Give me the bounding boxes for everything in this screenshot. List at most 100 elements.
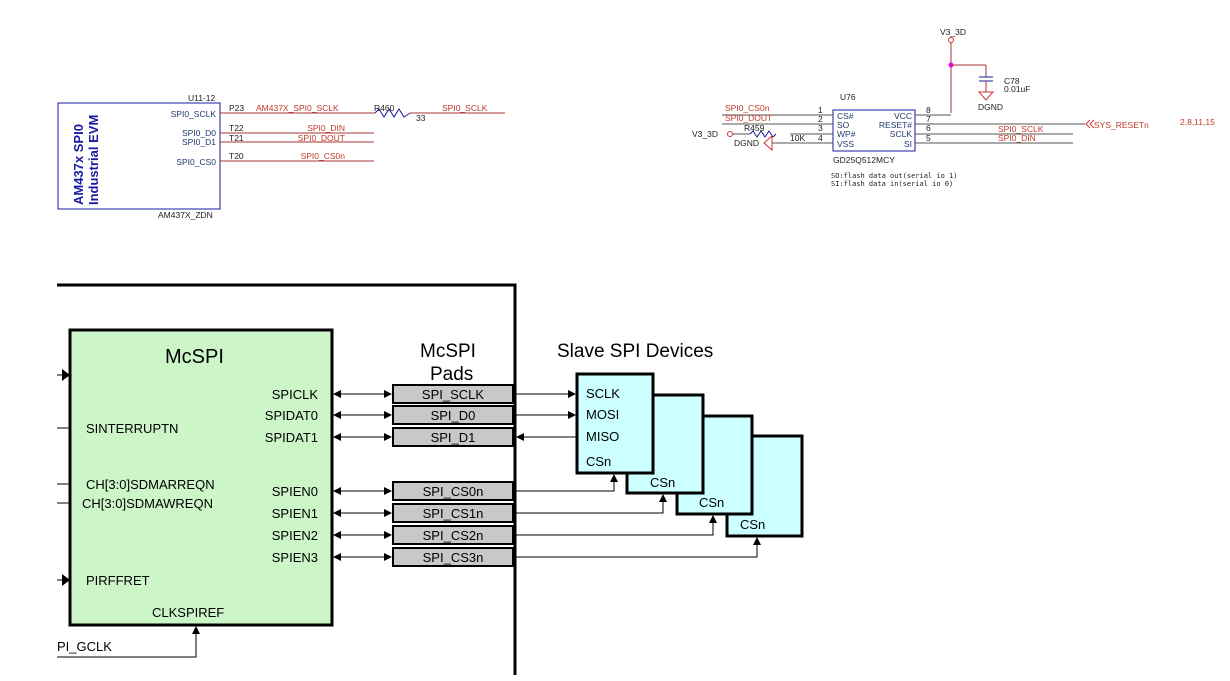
pad-box	[392, 481, 514, 501]
net-label: AM437X_SPI0_SCLK	[256, 103, 339, 113]
pin-label: VCC	[894, 111, 912, 121]
pad-box	[392, 384, 514, 404]
net-label: SPI0_CS0n	[725, 103, 770, 113]
mcspi-port: SPIEN0	[272, 484, 318, 499]
slave-pin: SCLK	[586, 386, 620, 401]
supply-label: V3_3D	[940, 27, 966, 37]
resistor-value: 10K	[790, 133, 805, 143]
net-label: SPI0_CS0n	[301, 151, 346, 161]
pad-label: SPI_CS2n	[423, 528, 484, 543]
part-ref: U11-12	[188, 93, 216, 103]
pad-label: SPI_D1	[431, 430, 476, 445]
ground-label: DGND	[734, 138, 759, 148]
pad-box	[392, 405, 514, 425]
pin-label: SPI0_D0	[182, 128, 216, 138]
chip-title-line1: AM437x SPI0	[71, 124, 86, 205]
net-label: SPI0_DIN	[998, 133, 1036, 143]
pads-title-line1: McSPI	[420, 341, 476, 362]
cap-value: 0.01uF	[1004, 84, 1030, 94]
am437x-symbol: AM437x SPI0 Industrial EVM U11-12 AM437X…	[57, 93, 505, 220]
slave-device	[575, 372, 655, 475]
clock-ref: CLKSPIREF	[152, 605, 224, 620]
reset-pages: 2,8,11,15	[1180, 117, 1215, 127]
ball-id: T20	[229, 151, 244, 161]
ground-label: DGND	[978, 102, 1003, 112]
reset-net: SYS_RESETn	[1094, 120, 1149, 130]
chip-select-arrow	[515, 474, 618, 492]
left-signal: CH[3:0]SDMARREQN	[86, 477, 215, 492]
flash-schematic: V3_3D C78 0.01uF DGND U76 GD25Q512MCY CS…	[692, 27, 1215, 188]
mcspi-port: SPIDAT1	[265, 430, 318, 445]
net-label: SPI0_DIN	[307, 123, 345, 133]
left-signal: SINTERRUPTN	[86, 421, 178, 436]
net-label: SPI0_DOUT	[298, 133, 345, 143]
pin-label: SCLK	[890, 129, 913, 139]
mcspi-block-diagram: McSPI SINTERRUPTN CH[3:0]SDMARREQN CH[3:…	[57, 283, 804, 675]
mcspi-port: SPIEN2	[272, 528, 318, 543]
slave-pin: MISO	[586, 429, 619, 444]
pin-number: 5	[926, 133, 931, 143]
left-signal: PIRFFRET	[86, 573, 150, 588]
chip-select-arrow	[515, 537, 761, 558]
ball-id: T21	[229, 133, 244, 143]
pin-number: 4	[818, 133, 823, 143]
chip-select-arrow	[515, 494, 667, 514]
chip-name: GD25Q512MCY	[833, 155, 895, 165]
ball-id: P23	[229, 103, 244, 113]
clock-input: PI_GCLK	[57, 639, 112, 654]
pin-label: WP#	[837, 129, 856, 139]
mcspi-port: SPIDAT0	[265, 408, 318, 423]
net-label: SPI0_DOUT	[725, 113, 772, 123]
pin-label: SPI0_CS0	[176, 157, 216, 167]
slave-cs: CSn	[650, 475, 675, 490]
pad-box	[392, 503, 514, 523]
note: SI:flash data in(serial io 0)	[831, 180, 953, 188]
pin-label: VSS	[837, 139, 854, 149]
pin-number: 8	[926, 105, 931, 115]
mcspi-port: SPIEN1	[272, 506, 318, 521]
slave-cs: CSn	[740, 517, 765, 532]
pin-number: 3	[818, 123, 823, 133]
note: SO:flash data out(serial io 1)	[831, 172, 957, 180]
resistor-ref: R460	[374, 103, 395, 113]
net-label: SPI0_SCLK	[998, 124, 1044, 134]
resistor-value: 33	[416, 113, 426, 123]
part-name: AM437X_ZDN	[158, 210, 213, 220]
chip-select-arrow	[515, 515, 717, 536]
slave-pin: MOSI	[586, 407, 619, 422]
pin-label: RESET#	[879, 120, 912, 130]
resistor-r460	[374, 108, 411, 118]
pad-label: SPI_SCLK	[422, 387, 484, 402]
slave-cs: CSn	[699, 495, 724, 510]
resistor-ref: R459	[744, 123, 765, 133]
ground-icon	[977, 91, 995, 101]
chip-title-line2: Industrial EVM	[86, 115, 101, 205]
pin-number: 6	[926, 123, 931, 133]
pin-number: 7	[926, 114, 931, 124]
pad-label: SPI_CS0n	[423, 484, 484, 499]
pad-box	[392, 525, 514, 545]
net-label: SPI0_SCLK	[442, 103, 488, 113]
chip-ref: U76	[840, 92, 856, 102]
ground-icon	[763, 134, 773, 152]
mcspi-port: SPIEN3	[272, 550, 318, 565]
pad-label: SPI_D0	[431, 408, 476, 423]
ball-id: T22	[229, 123, 244, 133]
mcspi-title: McSPI	[165, 346, 224, 368]
pad-label: SPI_CS3n	[423, 550, 484, 565]
pad-box	[392, 547, 514, 567]
slaves-title: Slave SPI Devices	[557, 341, 713, 362]
pads-title-line2: Pads	[430, 364, 473, 385]
slave-pin: CSn	[586, 454, 611, 469]
pin-label: SPI0_SCLK	[171, 109, 217, 119]
mcspi-port: SPICLK	[272, 387, 319, 402]
supply-label: V3_3D	[692, 129, 718, 139]
pad-box	[392, 427, 514, 447]
left-signal: CH[3:0]SDMAWREQN	[82, 496, 213, 511]
pad-label: SPI_CS1n	[423, 506, 484, 521]
cap-ref: C78	[1004, 76, 1020, 86]
pin-number: 1	[818, 105, 823, 115]
pin-label: SI	[904, 139, 912, 149]
pin-label: SO	[837, 120, 850, 130]
